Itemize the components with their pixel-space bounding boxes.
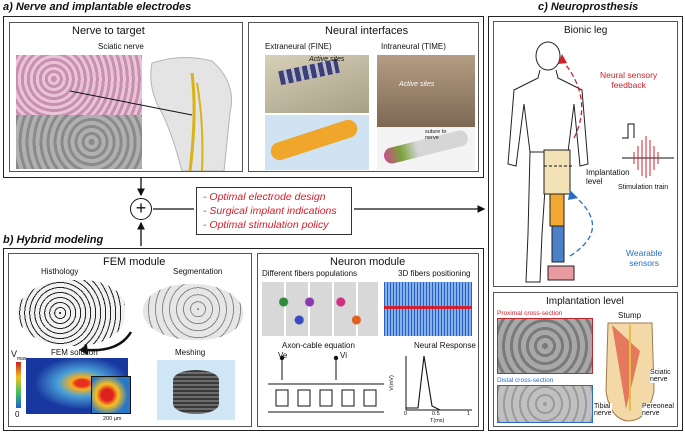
pereoneal-nerve-label: Pereoneal nerve — [642, 403, 674, 417]
scale-bar-label: 200 µm — [103, 416, 122, 422]
fiber-populations-label: Different fibers populations — [262, 269, 358, 278]
stump-label: Stump — [618, 311, 642, 320]
histology-image — [16, 55, 142, 115]
segmentation-label: Segmentation — [173, 267, 223, 276]
intraneural-label: Intraneural (TIME) — [381, 42, 446, 51]
outcome-surgical-indications: - Surgical implant indications — [203, 205, 337, 217]
interfaces-panel-title: Neural interfaces — [325, 25, 409, 37]
implant-level-title: Implantation level — [546, 296, 624, 307]
fem-panel-title: FEM module — [103, 256, 166, 268]
amputee-figure — [507, 41, 589, 283]
sensory-feedback-label: Neural sensory feedback — [600, 70, 658, 90]
histology-mesh-image — [17, 280, 125, 346]
leg-anatomy-image — [150, 57, 232, 171]
sciatic-nerve-label: Sciatic nerve — [98, 42, 144, 51]
cable-circuit — [268, 355, 384, 413]
proximal-label: Proximal cross-section — [497, 310, 563, 317]
suture-label: suture to nerve — [425, 129, 447, 141]
micrograph-image — [16, 115, 142, 169]
bionic-leg-title: Bionic leg — [564, 25, 608, 36]
neural-response-label: Neural Response — [414, 341, 476, 350]
active-sites-label-time: Active sites — [399, 81, 435, 88]
histology-label: Histhology — [41, 267, 79, 276]
stimulation-train-plot — [622, 123, 674, 178]
fiber-population-marks — [268, 290, 372, 330]
distal-section-image — [497, 385, 593, 423]
outcome-electrode-design: - Optimal electrode design — [203, 191, 326, 203]
section-c-title: c) Neuroprosthesis — [538, 1, 639, 13]
response-tick-0: 0 — [404, 411, 408, 417]
nerve-panel-title: Nerve to target — [72, 25, 145, 37]
neuron-panel-title: Neuron module — [330, 256, 406, 268]
outcome-stimulation-policy: - Optimal stimulation policy — [203, 219, 329, 231]
colorbar-zero: 0 — [15, 410, 20, 419]
time-electrode-image — [377, 55, 475, 127]
segmentation-image — [143, 284, 243, 340]
sciatic-nerve-stump-label: Sciatic nerve — [650, 369, 671, 383]
neuron-panel: Neuron module Different fibers populatio… — [257, 253, 479, 427]
section-a-title: a) Nerve and implantable electrodes — [3, 1, 192, 13]
vi-label: Vi — [340, 351, 347, 360]
response-ylabel: V(mV) — [388, 375, 395, 391]
implantation-level-label: Implantation level — [586, 168, 630, 186]
pointer-arrow — [70, 90, 193, 116]
proximal-section-image — [497, 318, 593, 374]
v-max-label: Vmax — [11, 349, 26, 362]
fem-solution-label: FEM solution — [51, 348, 98, 357]
ve-label: Ve — [278, 351, 288, 360]
outcomes-box: - Optimal electrode design - Surgical im… — [196, 187, 352, 235]
bionic-panel: Bionic leg Neural sensory feedback Impla… — [493, 21, 678, 287]
implant-panel: Implantation level Proximal cross-sectio… — [493, 292, 678, 427]
response-xlabel: T(ms) — [430, 418, 445, 424]
wearable-sensors-label: Wearable sensors — [626, 248, 663, 268]
fiber-3d-highlight — [384, 306, 472, 309]
response-tick-1: 1 — [467, 411, 471, 417]
colorbar — [16, 362, 21, 408]
response-tick-05: 0.5 — [432, 411, 440, 417]
feedback-arrows — [558, 54, 594, 257]
neural-response-plot — [405, 355, 472, 411]
fem-panel: FEM module Histhology Segmentation FEM s… — [8, 253, 252, 427]
axon-cable-label: Axon-cable equation — [282, 341, 355, 350]
interfaces-panel: Neural interfaces Extraneural (FINE) Int… — [248, 22, 479, 172]
fem-zoom-inset — [91, 376, 131, 414]
distal-label: Distal cross-section — [497, 377, 554, 384]
stump-illustration — [605, 322, 655, 422]
extraneural-label: Extraneural (FINE) — [265, 42, 332, 51]
v-max-sub: max — [17, 355, 27, 362]
section-b-title: b) Hybrid modeling — [3, 234, 104, 246]
v-label: V — [11, 349, 18, 359]
stimulation-train-label: Stimulation train — [618, 184, 669, 191]
mesh-cylinder — [173, 370, 219, 414]
tibial-nerve-label: Tibial nerve — [594, 403, 612, 417]
active-sites-label-fine: Active sites — [309, 56, 345, 63]
fiber-positioning-label: 3D fibers positioning — [398, 269, 471, 278]
fiber-3d-image — [384, 282, 472, 336]
segmentation-curve-arrow — [79, 331, 133, 355]
combine-node: + — [130, 198, 152, 220]
nerve-panel: Nerve to target Sciatic nerve — [9, 22, 243, 172]
meshing-label: Meshing — [175, 348, 206, 357]
